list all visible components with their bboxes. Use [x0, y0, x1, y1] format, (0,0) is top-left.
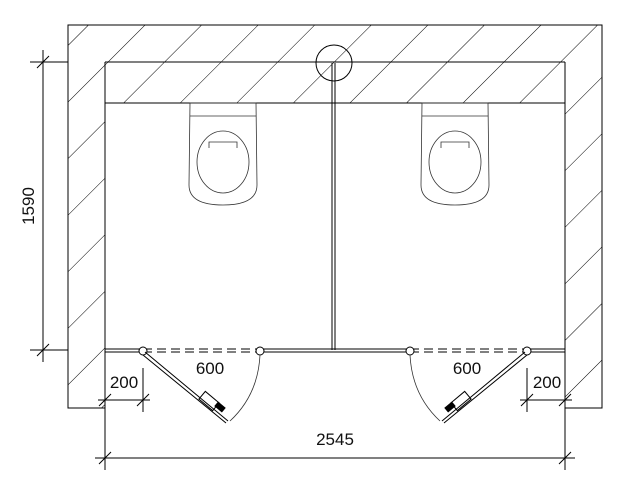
door-right-width-label: 600	[453, 359, 481, 378]
dimension-depth: 1590	[19, 50, 68, 362]
door-left-width-label: 600	[196, 359, 224, 378]
depth-label: 1590	[19, 187, 38, 225]
door-right	[409, 351, 528, 424]
offset-left-label: 200	[110, 373, 138, 392]
partition-wall	[331, 63, 336, 350]
total-width-label: 2545	[316, 430, 354, 449]
dimension-offset-right: 200	[520, 368, 572, 412]
front-panel-line	[105, 348, 565, 353]
dimension-total-width: 2545	[95, 408, 575, 470]
door-left	[142, 351, 261, 424]
toilet-right	[420, 102, 490, 206]
offset-right-label: 200	[533, 373, 561, 392]
toilet-left	[188, 102, 258, 206]
pipe-circle	[315, 44, 353, 82]
dimension-offset-left: 200	[98, 368, 150, 412]
